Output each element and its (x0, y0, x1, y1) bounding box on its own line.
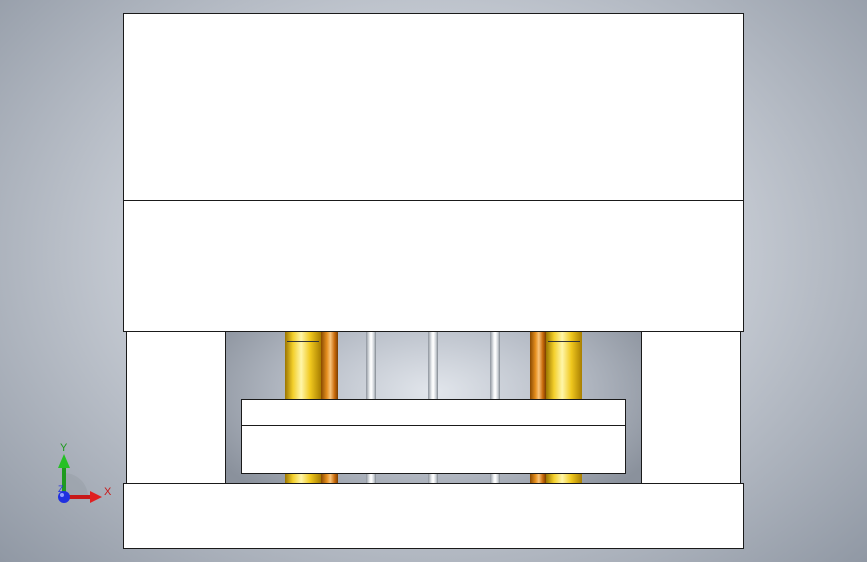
z-axis-label: Z (58, 484, 64, 494)
bottom-clamp-plate[interactable] (123, 483, 744, 549)
ejector-plate[interactable] (241, 425, 626, 474)
ejector-retainer-plate[interactable] (241, 399, 626, 427)
triad-graphic (58, 454, 102, 503)
coordinate-triad-icon: Y X Z (50, 440, 120, 510)
x-axis-label: X (104, 486, 112, 498)
spacer-block-right[interactable] (641, 331, 741, 484)
top-clamp-plate[interactable] (123, 13, 744, 202)
a-plate[interactable] (123, 200, 744, 332)
spacer-block-left[interactable] (126, 331, 226, 484)
y-axis-label: Y (60, 442, 68, 454)
guide-pin-right-edge (548, 341, 580, 342)
guide-pin-left-edge (287, 341, 319, 342)
